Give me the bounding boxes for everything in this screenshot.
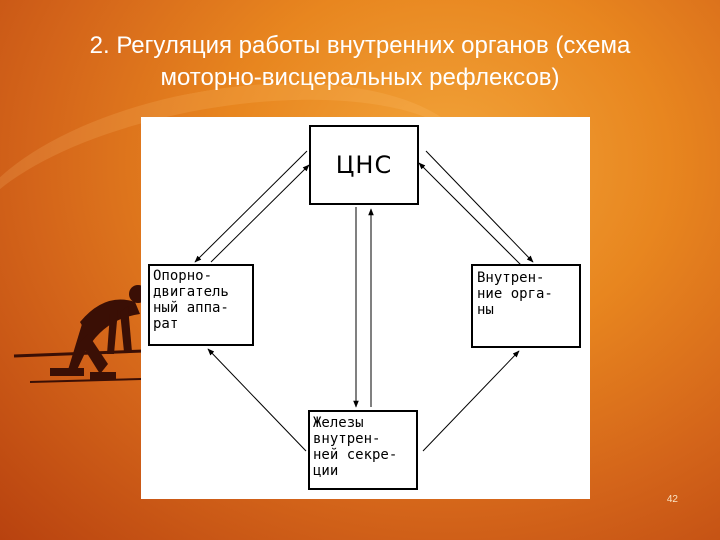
node-endocrine-glands: Железы внутрен- ней секре- ции	[308, 410, 418, 490]
arrow-glands-to-musculoskeletal	[207, 348, 307, 452]
diagram-panel: ЦНС Опорно- двигатель ный аппа- рат Внут…	[141, 117, 590, 499]
node-musculoskeletal: Опорно- двигатель ный аппа- рат	[148, 264, 254, 346]
arrow-cns-to-organs	[425, 150, 534, 263]
node-cns: ЦНС	[309, 125, 419, 205]
slide-title: 2. Регуляция работы внутренних органов (…	[20, 30, 700, 94]
arrow-organs-to-cns	[418, 162, 524, 268]
arrow-cns-to-musculoskeletal	[194, 150, 308, 263]
arrow-musculoskeletal-to-cns	[210, 164, 310, 263]
arrow-glands-to-organs	[422, 350, 520, 452]
slide-title-line2: моторно-висцеральных рефлексов)	[160, 64, 560, 91]
slide-title-line1: 2. Регуляция работы внутренних органов (…	[89, 32, 631, 59]
node-internal-organs: Внутрен- ние орга- ны	[471, 264, 581, 348]
page-number: 42	[666, 494, 678, 505]
diagram-arrows	[194, 150, 534, 452]
sprinter-silhouette-icon	[13, 285, 181, 383]
